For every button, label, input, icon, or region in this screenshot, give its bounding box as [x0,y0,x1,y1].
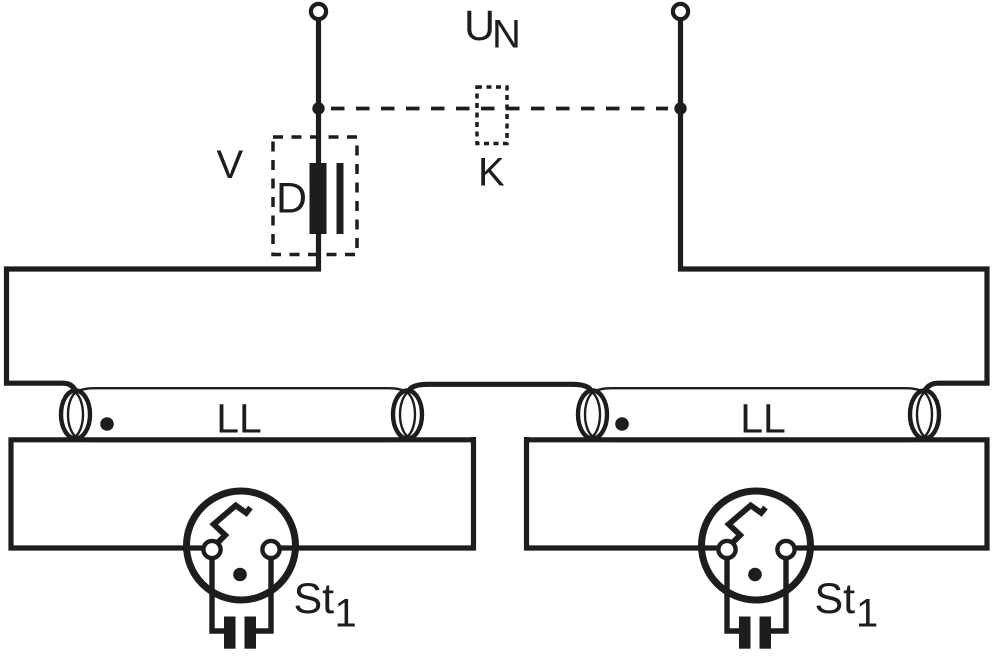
starter1-pin-bar-right [244,616,256,649]
ballast-section [271,135,359,257]
ballast-winding [309,163,327,234]
ballast-unit-box [271,135,359,257]
supply-label: U [464,2,495,50]
starter1-left-leg [209,550,227,634]
terminal-left [308,1,329,22]
starter2-left-leg [724,550,742,634]
starter-2 [698,487,814,649]
junction-dot-left [312,102,325,115]
lamp2-gas-dot [615,417,629,431]
lamp2-electrode-right [907,388,942,441]
lamp1-electrode-left-lens [66,390,85,439]
lamp2-tube-bottom [591,435,926,443]
lamp1-tube-bottom [74,435,409,443]
starter2-center-dot [748,567,762,582]
lamp2-electrode-right-lens [915,390,934,439]
starter2-pin-bar-left [739,616,751,649]
wire-loop2-left-part [523,437,719,551]
supply-label-subscript: N [492,13,521,57]
starter2-right-leg [769,550,789,634]
terminal-right [670,1,691,22]
ballast-label: D [276,175,307,223]
starter1-label: St [294,575,335,623]
lamp2-tube-top [591,387,926,394]
starter1-contact-left [201,538,223,561]
lamp1-tube-top [74,387,409,394]
starter2-pin-bar-right [759,616,771,649]
wire-right-pole [677,19,990,393]
ballast-unit-label: V [217,143,244,187]
starter1-body [183,487,299,604]
lamp1-electrode-left [58,388,93,441]
lamp1-electrode-right [390,388,425,441]
lamp1-electrode-right-lens [398,390,417,439]
junction-dot-right [674,102,687,115]
switch-label: K [478,151,505,195]
lamp2-label: LL [740,396,786,442]
starter1-glow-switch-icon [209,501,253,545]
ballast-core-bar [336,163,344,234]
labels: U N K V D LL LL St 1 St 1 [216,2,878,636]
supply-section [3,1,990,393]
lamp2-electrode-left [575,388,610,441]
starter-1 [183,487,299,649]
starter2-label: St [815,575,856,623]
starter1-label-subscript: 1 [335,592,357,636]
starter2-contact-right [775,538,797,561]
starter1-pin-bar-left [224,616,236,649]
lamp-2 [575,387,942,443]
lamp1-gas-dot [100,417,114,431]
switch-k-box [475,85,509,146]
lamp1-label: LL [216,396,262,442]
lamp2-electrode-left-lens [583,390,602,439]
wire-series-link-arch [405,381,595,393]
starter2-body [698,487,814,604]
starter1-right-leg [254,550,274,634]
starter1-contact-right [260,538,282,561]
starter2-contact-left [716,538,738,561]
starter1-center-dot [233,567,247,582]
starter2-glow-switch-icon [724,501,768,545]
wire-loop1-right-part [279,437,477,551]
lamp-1 [58,387,425,443]
starter2-label-subscript: 1 [856,592,878,636]
